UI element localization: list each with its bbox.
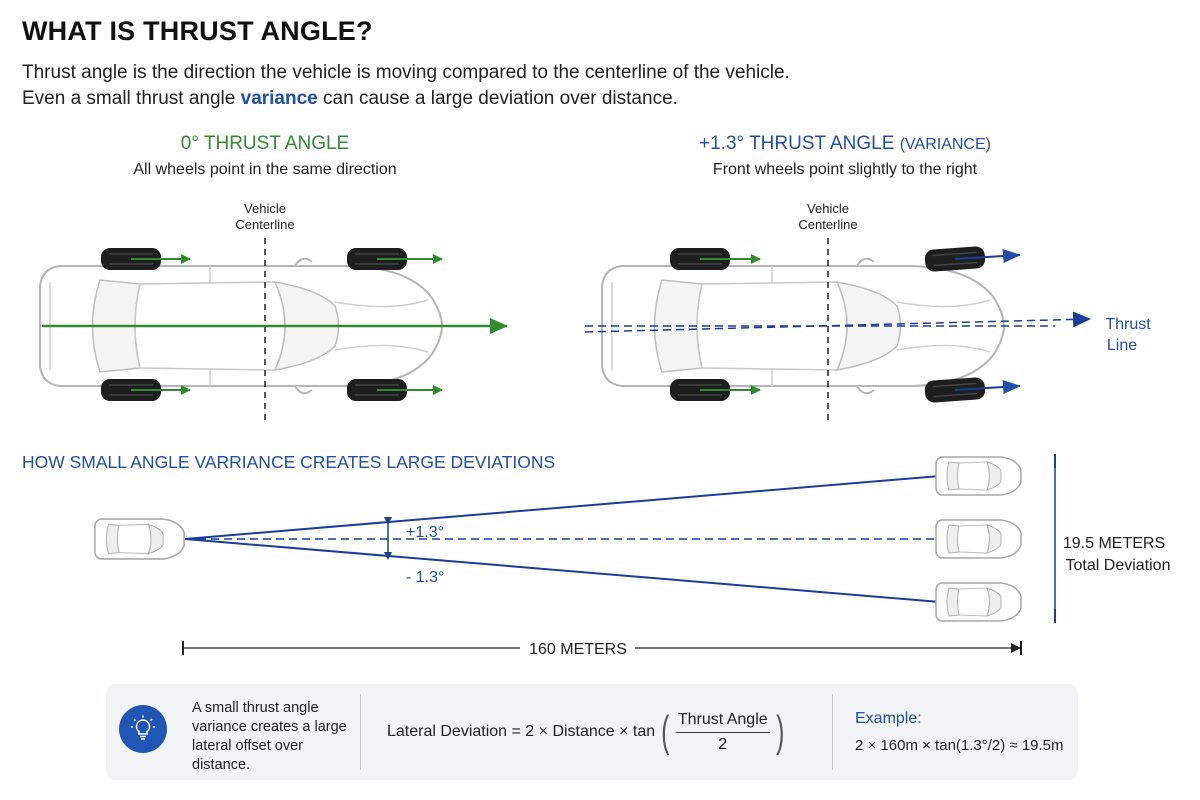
thrust-line: [584, 311, 1091, 333]
zero-thrust-title: 0° THRUST ANGLE: [180, 133, 350, 154]
tip-text: A small thrust angle variance creates a …: [192, 700, 347, 773]
lateral-deviation-formula: Lateral Deviation = 2 × Distance × tan (…: [387, 702, 790, 762]
variance-thrust-car-diagram: [584, 238, 1091, 420]
variance-title-main: +1.3° THRUST ANGLE: [699, 133, 900, 154]
divider: [832, 694, 833, 770]
intro-line-1: Thrust angle is the direction the vehicl…: [22, 62, 790, 83]
formula-numerator: Thrust Angle: [675, 711, 770, 733]
destination-car-bottom: [935, 582, 1022, 622]
right-paren: ): [775, 707, 785, 756]
total-deviation-label: Total Deviation: [1066, 557, 1171, 574]
plus-angle-path: [184, 475, 941, 540]
intro-line-2: Even a small thrust angle variance can c…: [22, 88, 678, 110]
variance-thrust-title: +1.3° THRUST ANGLE (VARIANCE): [650, 133, 1040, 155]
origin-car: [94, 518, 185, 560]
lightbulb-icon: [119, 705, 167, 753]
right-centerline-label-2: Centerline: [798, 217, 857, 232]
variance-highlight: variance: [240, 88, 318, 109]
distance-label: 160 METERS: [529, 641, 627, 658]
left-centerline-label-2: Centerline: [235, 217, 294, 232]
example-label: Example:: [855, 710, 922, 727]
plus-angle-label: +1.3°: [406, 524, 444, 541]
deviation-section-title: HOW SMALL ANGLE VARRIANCE CREATES LARGE …: [22, 452, 555, 472]
destination-car-center: [935, 519, 1022, 559]
wheel-arrow-angled: [954, 380, 1021, 395]
intro-text-post: can cause a large deviation over distanc…: [317, 88, 678, 109]
left-paren: (: [661, 707, 670, 756]
deviation-diagram: [94, 454, 1056, 655]
left-centerline-label-1: Vehicle: [244, 201, 286, 216]
thrust-line-label-2: Line: [1107, 337, 1137, 354]
variance-thrust-subtitle: Front wheels point slightly to the right: [712, 161, 978, 178]
destination-car-top: [935, 456, 1022, 496]
example-calculation: 2 × 160m × tan(1.3°/2) ≈ 19.5m: [855, 737, 1064, 754]
page-title: WHAT IS THRUST ANGLE?: [22, 16, 373, 46]
right-centerline-label-1: Vehicle: [807, 201, 849, 216]
total-deviation-value: 19.5 METERS: [1063, 535, 1165, 552]
formula-fraction: Thrust Angle 2: [675, 711, 770, 754]
divider: [360, 694, 361, 770]
intro-text-pre: Even a small thrust angle: [22, 88, 241, 109]
minus-angle-path: [184, 538, 941, 603]
formula-panel: [106, 684, 1078, 780]
thrust-line-label-1: Thrust: [1105, 316, 1151, 333]
formula-lhs: Lateral Deviation = 2 × Distance × tan: [387, 723, 656, 740]
zero-thrust-car-diagram: [39, 238, 508, 420]
variance-title-tag: (VARIANCE): [899, 136, 991, 153]
wheel-arrow-angled: [954, 249, 1021, 264]
minus-angle-label: - 1.3°: [406, 569, 444, 586]
formula-denominator: 2: [718, 735, 728, 753]
zero-thrust-subtitle: All wheels point in the same direction: [133, 161, 397, 178]
